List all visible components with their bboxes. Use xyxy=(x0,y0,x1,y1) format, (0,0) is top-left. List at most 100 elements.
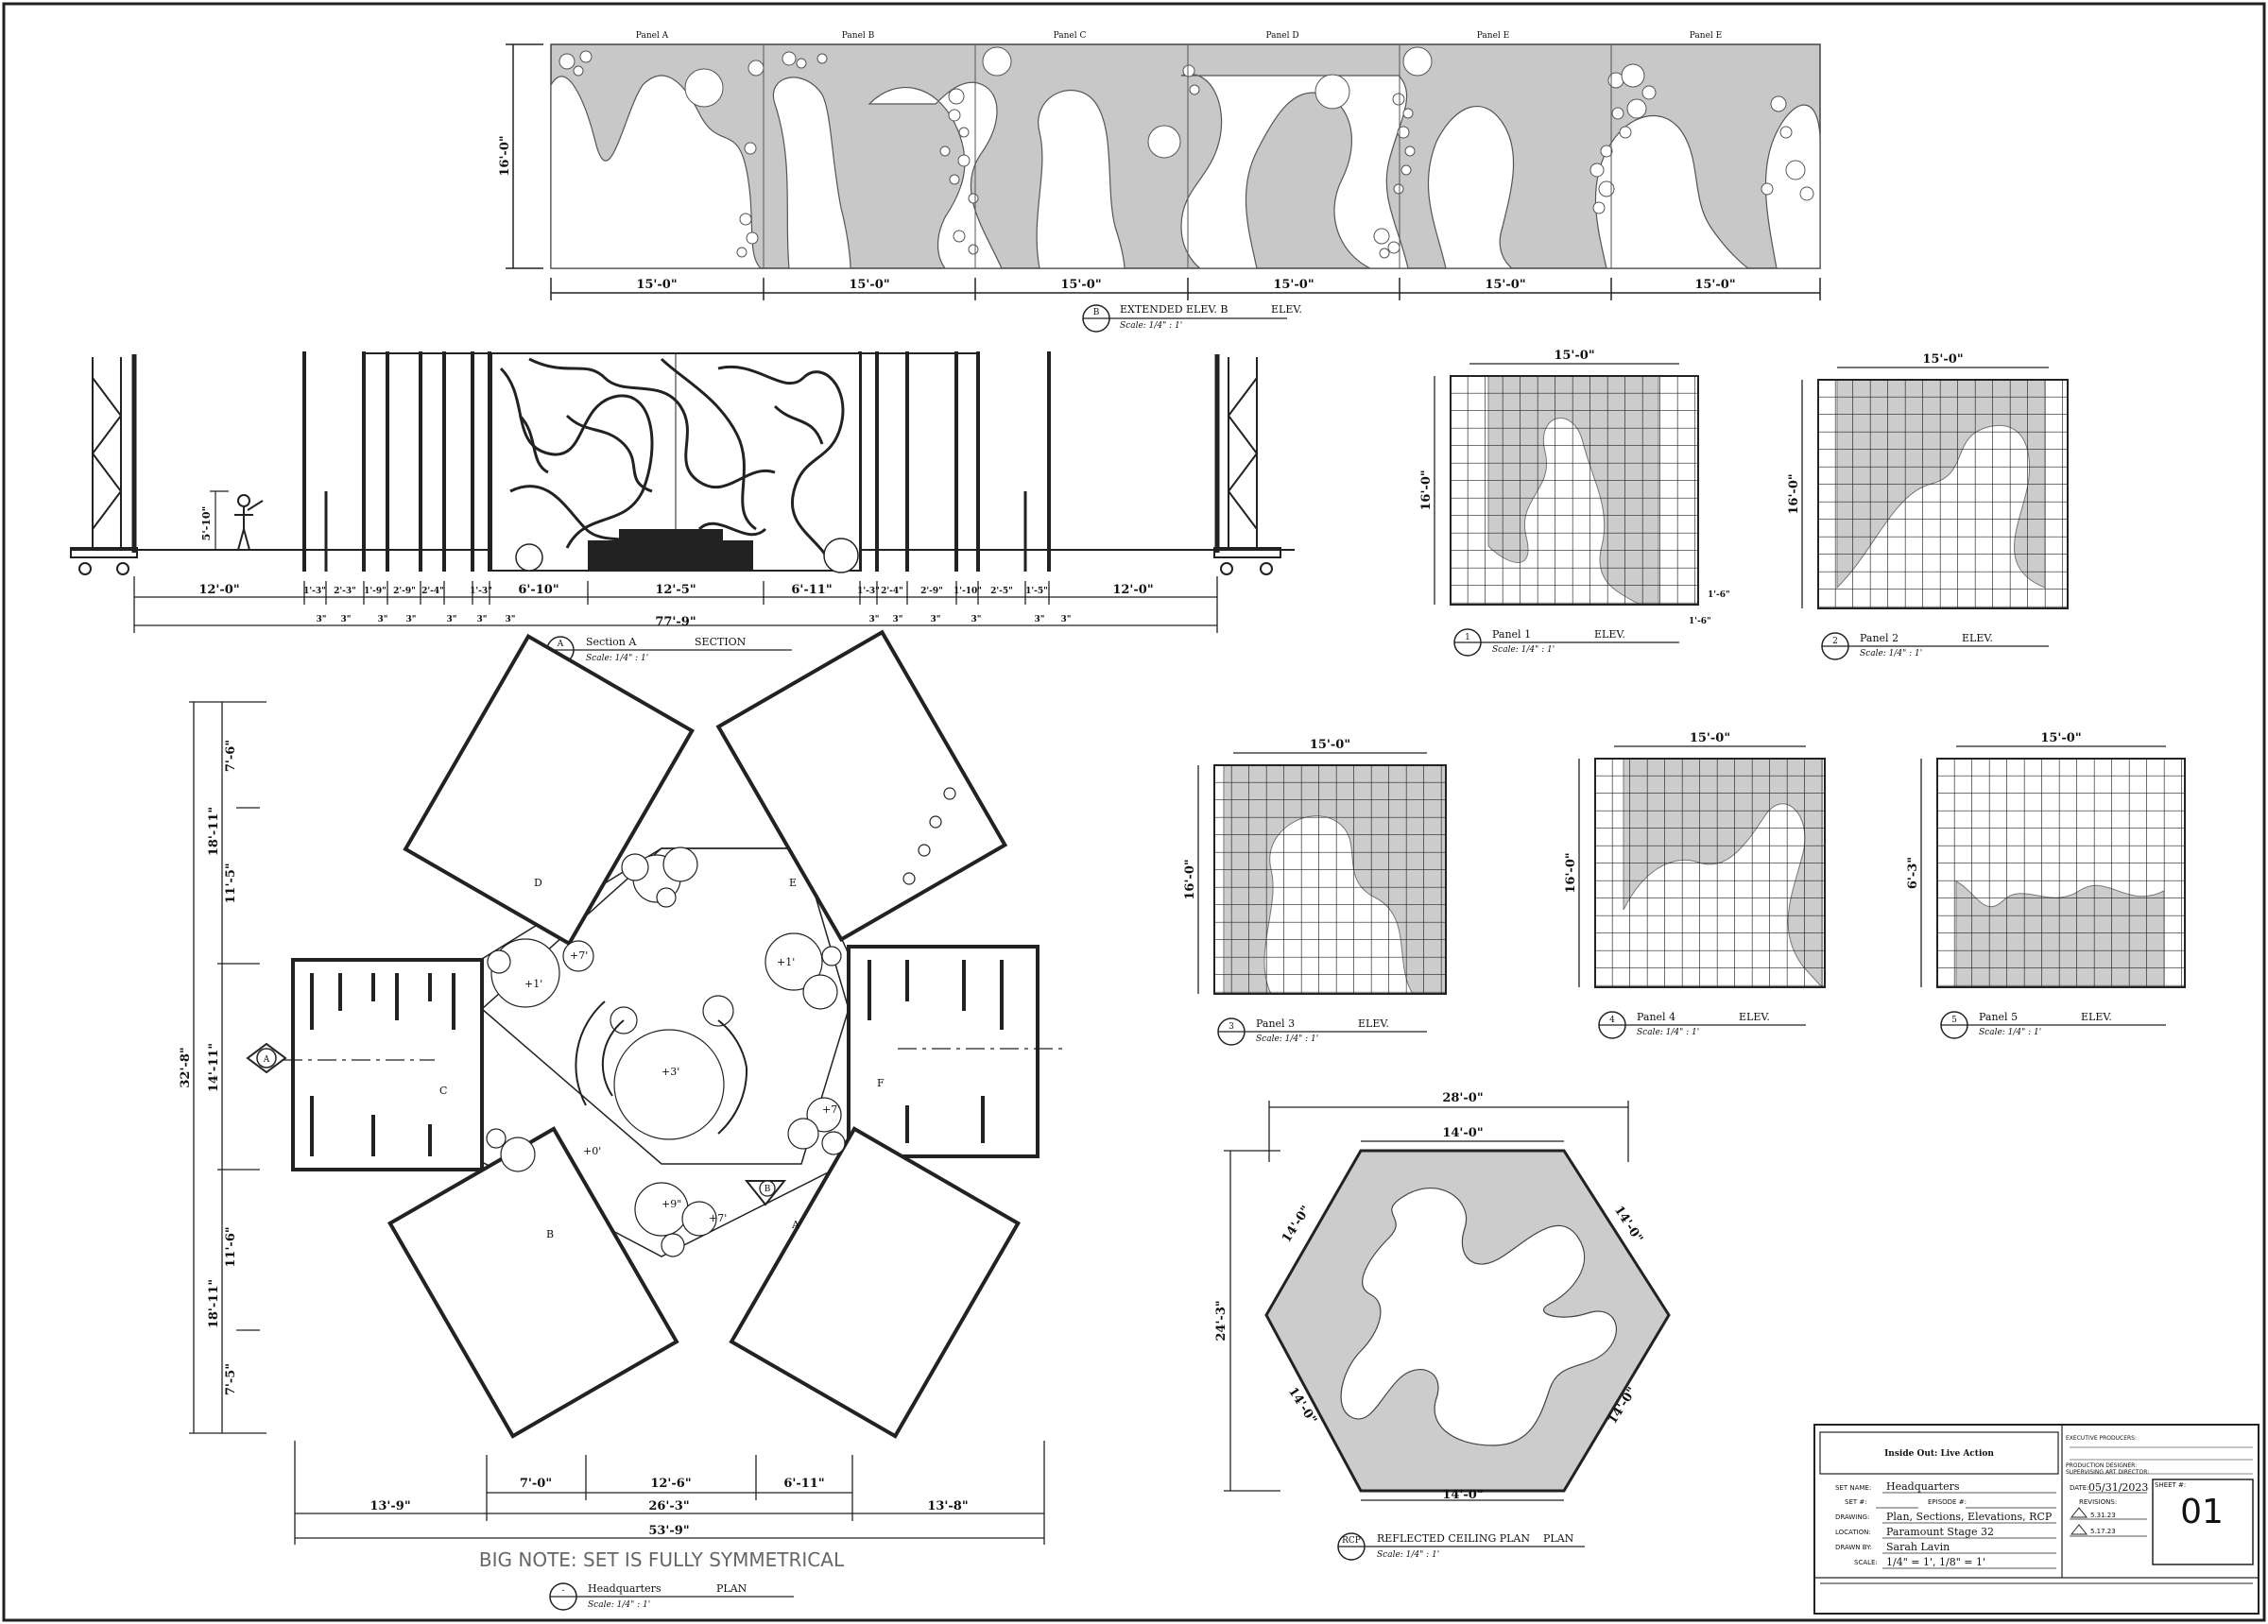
section-total-dim: 77'-9" xyxy=(655,615,696,629)
panel-5-scale: Scale: 1/4" : 1' xyxy=(1979,1028,2041,1037)
panel-label-b: Panel B xyxy=(842,31,875,41)
panel-3-scale: Scale: 1/4" : 1' xyxy=(1256,1034,1318,1044)
ext-elev-title-tag: B EXTENDED ELEV. B ELEV. Scale: 1/4" : 1… xyxy=(1082,303,1302,333)
sheet-label: SHEET #: xyxy=(2155,1481,2186,1489)
plan-level-1: +7' xyxy=(570,949,588,962)
panel-5-grid xyxy=(1936,758,2186,988)
rcp-blob-cutout xyxy=(1340,1188,1617,1446)
plan-elev-mark-a: A xyxy=(791,1219,800,1231)
panel-5-title: Panel 5 xyxy=(1979,1011,2018,1023)
rcp-title-tag: RCP REFLECTED CEILING PLAN PLAN Scale: 1… xyxy=(1337,1532,1585,1561)
panel-1-title: Panel 1 xyxy=(1492,628,1531,641)
rcp-scale: Scale: 1/4" : 1' xyxy=(1377,1550,1439,1560)
section-dim-11: 1'-3" xyxy=(857,587,880,596)
rcp-bottom-dim: 14'-0" xyxy=(1442,1488,1483,1502)
section-small-1: 3" xyxy=(317,615,327,624)
extended-elevation-cutout xyxy=(550,73,1821,269)
plan-bottom-dim-6: 13'-8" xyxy=(927,1499,968,1513)
location-label: LOCATION: xyxy=(1835,1529,1871,1536)
panel-label-a: Panel A xyxy=(636,31,669,41)
ext-elev-height-dim: 16'-0" xyxy=(498,135,512,176)
exec-producers-label: EXECUTIVE PRODUCERS: xyxy=(2066,1435,2137,1442)
panel-4-width: 15'-0" xyxy=(1690,731,1730,745)
plan-bottom-dim-3: 6'-11" xyxy=(783,1477,824,1491)
section-dim-9: 12'-5" xyxy=(655,583,696,597)
panel-4-title: Panel 4 xyxy=(1637,1011,1675,1023)
ext-elev-width-1: 15'-0" xyxy=(636,278,677,292)
plan-left-dim-8: 7'-5" xyxy=(224,1363,238,1395)
scale-figure xyxy=(210,490,264,551)
section-title-tag: A Section A SECTION Scale: 1/4" : 1' xyxy=(546,636,792,664)
section-dim-4: 1'-9" xyxy=(364,587,387,596)
panel-5-type: ELEV. xyxy=(2081,1011,2112,1023)
plan-left-dim-7: 18'-11" xyxy=(207,1279,221,1328)
panel-2-type: ELEV. xyxy=(1962,632,1993,644)
location-value: Paramount Stage 32 xyxy=(1886,1526,1994,1538)
reflected-ceiling-plan: 28'-0" 14'-0" 14'-0" 24'-3" 14'-0" 14'-0… xyxy=(1214,1091,1671,1561)
scale-value: 1/4" = 1', 1/8" = 1' xyxy=(1886,1556,1985,1568)
panel-3-tag-number: 3 xyxy=(1228,1022,1234,1032)
panel-5-width: 15'-0" xyxy=(2040,731,2081,745)
section-dim-13: 2'-9" xyxy=(920,587,943,596)
plan-elevation-marker: B xyxy=(744,1180,787,1206)
section-title: Section A xyxy=(586,636,637,648)
rev1-value: 5.31.23 xyxy=(2090,1512,2116,1519)
plan-scale: Scale: 1/4" : 1' xyxy=(588,1600,650,1610)
plan-level-7: +7' xyxy=(709,1212,727,1224)
panel-2-width: 15'-0" xyxy=(1922,352,1963,367)
panel-1-extra-1: 1'-6" xyxy=(1708,590,1730,600)
panel-2-scale: Scale: 1/4" : 1' xyxy=(1860,649,1922,658)
panel-1-scale: Scale: 1/4" : 1' xyxy=(1492,645,1555,655)
extended-elevation: Panel A Panel B Panel C Panel D Panel E … xyxy=(498,31,1821,333)
section-dim-6: 2'-4" xyxy=(421,587,444,596)
section-small-8: 3" xyxy=(869,615,880,624)
plan-bottom-dim-4: 13'-9" xyxy=(369,1499,410,1513)
panel-3-title: Panel 3 xyxy=(1256,1017,1295,1030)
section-dim-5: 2'-9" xyxy=(393,587,416,596)
svg-text:A: A xyxy=(557,640,564,649)
scale-label: SCALE: xyxy=(1854,1559,1878,1566)
panel-3-grid xyxy=(1213,764,1447,995)
panel-4-grid xyxy=(1594,758,1826,988)
rcp-type: PLAN xyxy=(1543,1532,1574,1545)
plan-elev-mark-e: E xyxy=(789,877,797,889)
section-dim-8: 6'-10" xyxy=(518,583,558,597)
panel-label-c: Panel C xyxy=(1054,31,1087,41)
section-small-4: 3" xyxy=(406,615,417,624)
panel-1-grid xyxy=(1450,375,1699,606)
panel-4-type: ELEV. xyxy=(1739,1011,1770,1023)
ext-elev-width-4: 15'-0" xyxy=(1273,278,1314,292)
plan-title: Headquarters xyxy=(588,1582,662,1595)
section-small-2: 3" xyxy=(341,615,352,624)
plan-left-dim-2: 18'-11" xyxy=(207,807,221,856)
drawn-by-value: Sarah Lavin xyxy=(1886,1541,1950,1553)
section-small-5: 3" xyxy=(447,615,457,624)
panel-4-height: 16'-0" xyxy=(1564,852,1578,893)
plan-level-3: +1' xyxy=(777,956,795,968)
ext-elev-width-3: 15'-0" xyxy=(1060,278,1101,292)
section-small-7: 3" xyxy=(506,615,516,624)
section-dim-15: 2'-5" xyxy=(990,587,1013,596)
date-label: DATE: xyxy=(2070,1484,2089,1492)
section-small-9: 3" xyxy=(893,615,903,624)
section-small-3: 3" xyxy=(378,615,388,624)
plan-level-2: +1' xyxy=(524,978,542,990)
sheet-number: 01 xyxy=(2180,1493,2224,1531)
drawing-value: Plan, Sections, Elevations, RCP xyxy=(1886,1511,2053,1523)
set-name-label: SET NAME: xyxy=(1835,1484,1871,1492)
panel-3-type: ELEV. xyxy=(1358,1017,1389,1030)
section-dim-3: 2'-3" xyxy=(334,587,356,596)
rcp-top-dim: 14'-0" xyxy=(1442,1126,1483,1140)
panel-1-width: 15'-0" xyxy=(1554,349,1594,363)
plan-bottom-dim-1: 7'-0" xyxy=(520,1477,552,1491)
plan-level-5: +0' xyxy=(583,1145,601,1157)
plan-elev-mark-c: C xyxy=(439,1085,447,1097)
set-name-value: Headquarters xyxy=(1886,1480,1960,1493)
plan-left-dim-6: 11'-6" xyxy=(224,1226,238,1267)
section-small-11: 3" xyxy=(971,615,982,624)
section-scale: Scale: 1/4" : 1' xyxy=(586,654,648,663)
ext-elev-scale: Scale: 1/4" : 1' xyxy=(1120,321,1182,331)
